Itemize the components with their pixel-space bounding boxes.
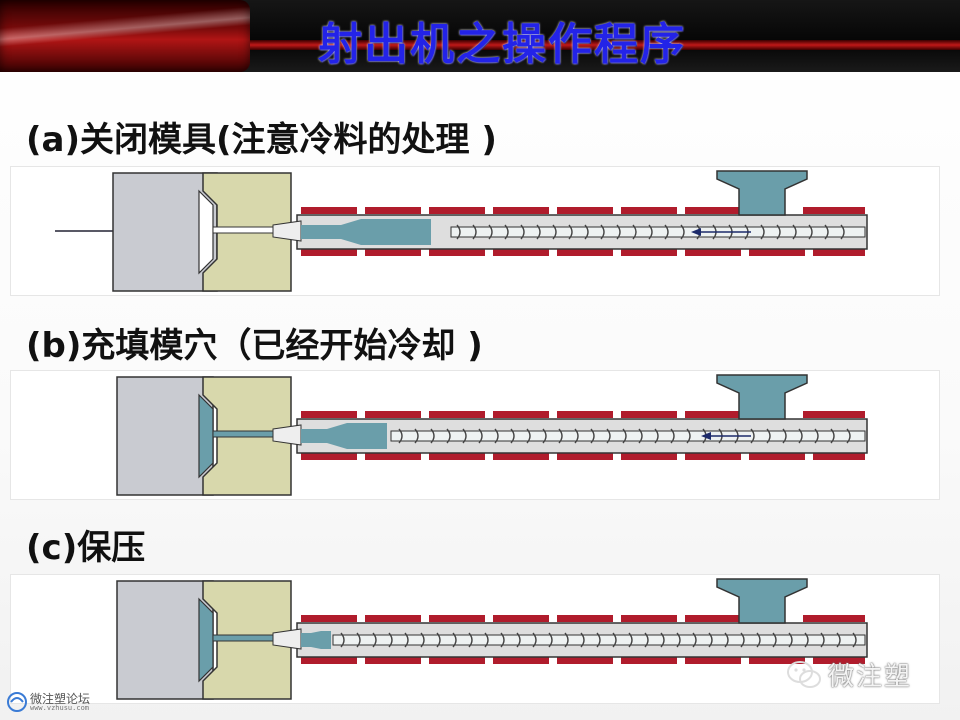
header-red-streak xyxy=(0,0,250,72)
forum-logo-url: www.vzhusu.com xyxy=(30,704,90,712)
heater-bands xyxy=(301,411,865,460)
nozzle xyxy=(272,424,302,446)
step-c-label: (c)保压 xyxy=(26,528,146,568)
melt xyxy=(301,631,331,649)
wechat-icon xyxy=(787,660,821,688)
mold-platen xyxy=(116,580,214,700)
mold-cavity xyxy=(198,189,214,275)
wechat-watermark: 微注塑 xyxy=(786,656,912,693)
slide-title: 射出机之操作程序 xyxy=(318,19,686,70)
forum-logo: 微注塑论坛 www.vzhusu.com xyxy=(4,688,114,718)
screw-flights xyxy=(340,632,857,648)
forum-logo-name: 微注塑论坛 xyxy=(30,692,91,706)
header-red-line xyxy=(250,40,960,50)
hopper xyxy=(716,170,808,216)
forum-logo-icon xyxy=(7,692,27,712)
injection-diagram-c xyxy=(116,578,868,700)
step-c-diagram xyxy=(10,574,940,704)
injection-diagram-b xyxy=(116,374,868,496)
nozzle xyxy=(272,220,302,242)
melt xyxy=(301,219,431,245)
heater-bands xyxy=(301,207,865,256)
melt xyxy=(301,423,387,449)
heater-bands xyxy=(301,615,865,664)
mold-cavity-filled xyxy=(198,597,214,683)
screw-arrow-head xyxy=(691,228,701,236)
step-b-diagram xyxy=(10,370,940,500)
mold-platen xyxy=(116,376,214,496)
step-a-label: (a)关闭模具(注意冷料的处理 ) xyxy=(26,120,497,160)
injection-diagram-a xyxy=(55,170,868,292)
screw xyxy=(390,430,866,442)
mold-cavity-filled xyxy=(198,393,214,479)
step-b-label: (b)充填模穴（已经开始冷却 ) xyxy=(26,326,483,366)
screw xyxy=(450,226,866,238)
hopper xyxy=(716,374,808,420)
nozzle xyxy=(272,628,302,650)
hopper xyxy=(716,578,808,624)
wechat-watermark-text: 微注塑 xyxy=(828,662,913,692)
sprue xyxy=(212,226,274,234)
step-a-diagram xyxy=(10,166,940,296)
sprue xyxy=(212,634,274,642)
sprue xyxy=(212,430,274,438)
screw-arrow-head xyxy=(701,432,711,440)
header-bar: 射出机之操作程序 xyxy=(0,0,960,72)
